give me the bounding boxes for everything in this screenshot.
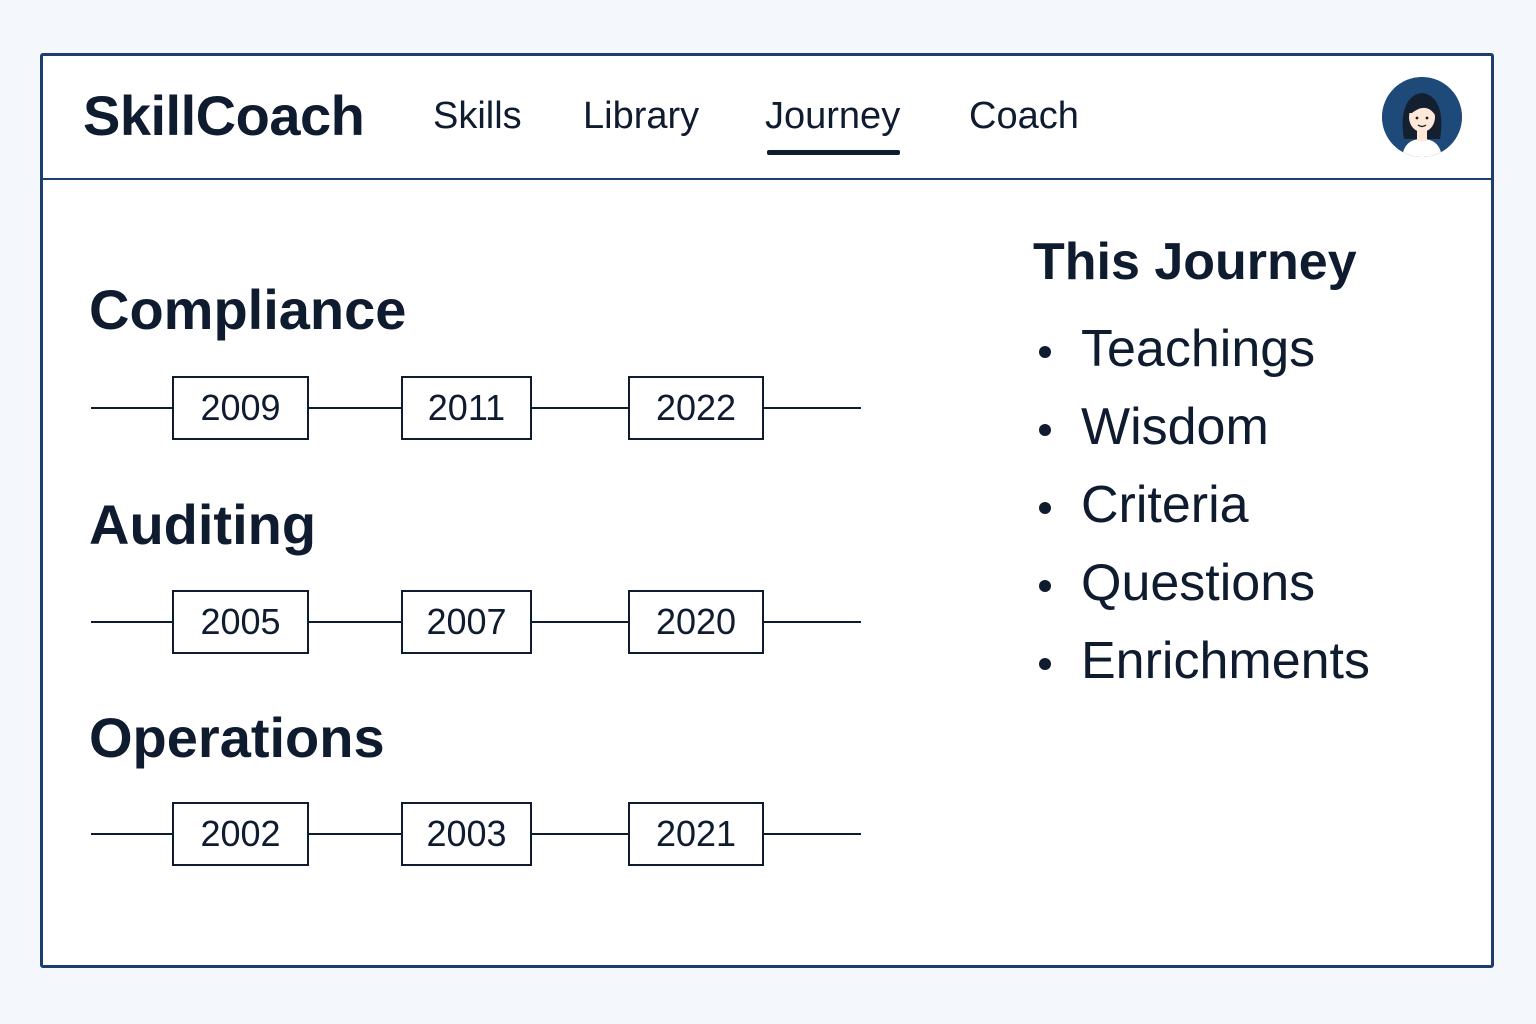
journey-panel-title: This Journey <box>1033 233 1357 291</box>
brand-logo[interactable]: SkillCoach <box>83 84 365 147</box>
year-box[interactable]: 2020 <box>628 590 764 654</box>
year-box[interactable]: 2022 <box>628 376 764 440</box>
year-box[interactable]: 2003 <box>401 802 532 866</box>
tab-coach[interactable]: Coach <box>969 95 1079 137</box>
user-avatar-icon <box>1382 77 1462 157</box>
tab-skills[interactable]: Skills <box>433 95 522 137</box>
list-item[interactable]: Questions <box>1033 554 1370 632</box>
bullet-icon <box>1039 424 1051 436</box>
top-navigation-bar: SkillCoach Skills Library Journey Coach <box>43 56 1491 180</box>
bullet-icon <box>1039 580 1051 592</box>
bullet-icon <box>1039 502 1051 514</box>
timeline-compliance: 2009 2011 2022 <box>91 376 861 440</box>
journey-item-label: Questions <box>1081 554 1316 612</box>
year-box[interactable]: 2002 <box>172 802 309 866</box>
bullet-icon <box>1039 658 1051 670</box>
journey-item-label: Enrichments <box>1081 632 1370 690</box>
track-title-compliance: Compliance <box>89 278 407 341</box>
bullet-icon <box>1039 346 1051 358</box>
year-box[interactable]: 2005 <box>172 590 309 654</box>
journey-item-label: Wisdom <box>1081 398 1269 456</box>
journey-item-label: Teachings <box>1081 320 1316 378</box>
app-window: SkillCoach Skills Library Journey Coach <box>40 53 1494 968</box>
list-item[interactable]: Teachings <box>1033 320 1370 398</box>
year-box[interactable]: 2009 <box>172 376 309 440</box>
list-item[interactable]: Enrichments <box>1033 632 1370 710</box>
year-box[interactable]: 2007 <box>401 590 532 654</box>
track-title-operations: Operations <box>89 706 385 769</box>
track-title-auditing: Auditing <box>89 493 317 556</box>
journey-content: Compliance 2009 2011 2022 Auditing 2005 … <box>43 180 1491 965</box>
timeline-operations: 2002 2003 2021 <box>91 802 861 866</box>
journey-item-label: Criteria <box>1081 476 1249 534</box>
tab-journey[interactable]: Journey <box>765 95 901 155</box>
list-item[interactable]: Wisdom <box>1033 398 1370 476</box>
journey-item-list: Teachings Wisdom Criteria Questions Enri… <box>1033 320 1370 710</box>
year-box[interactable]: 2021 <box>628 802 764 866</box>
timeline-auditing: 2005 2007 2020 <box>91 590 861 654</box>
user-avatar[interactable] <box>1382 77 1462 157</box>
list-item[interactable]: Criteria <box>1033 476 1370 554</box>
tab-library[interactable]: Library <box>583 95 700 137</box>
year-box[interactable]: 2011 <box>401 376 532 440</box>
